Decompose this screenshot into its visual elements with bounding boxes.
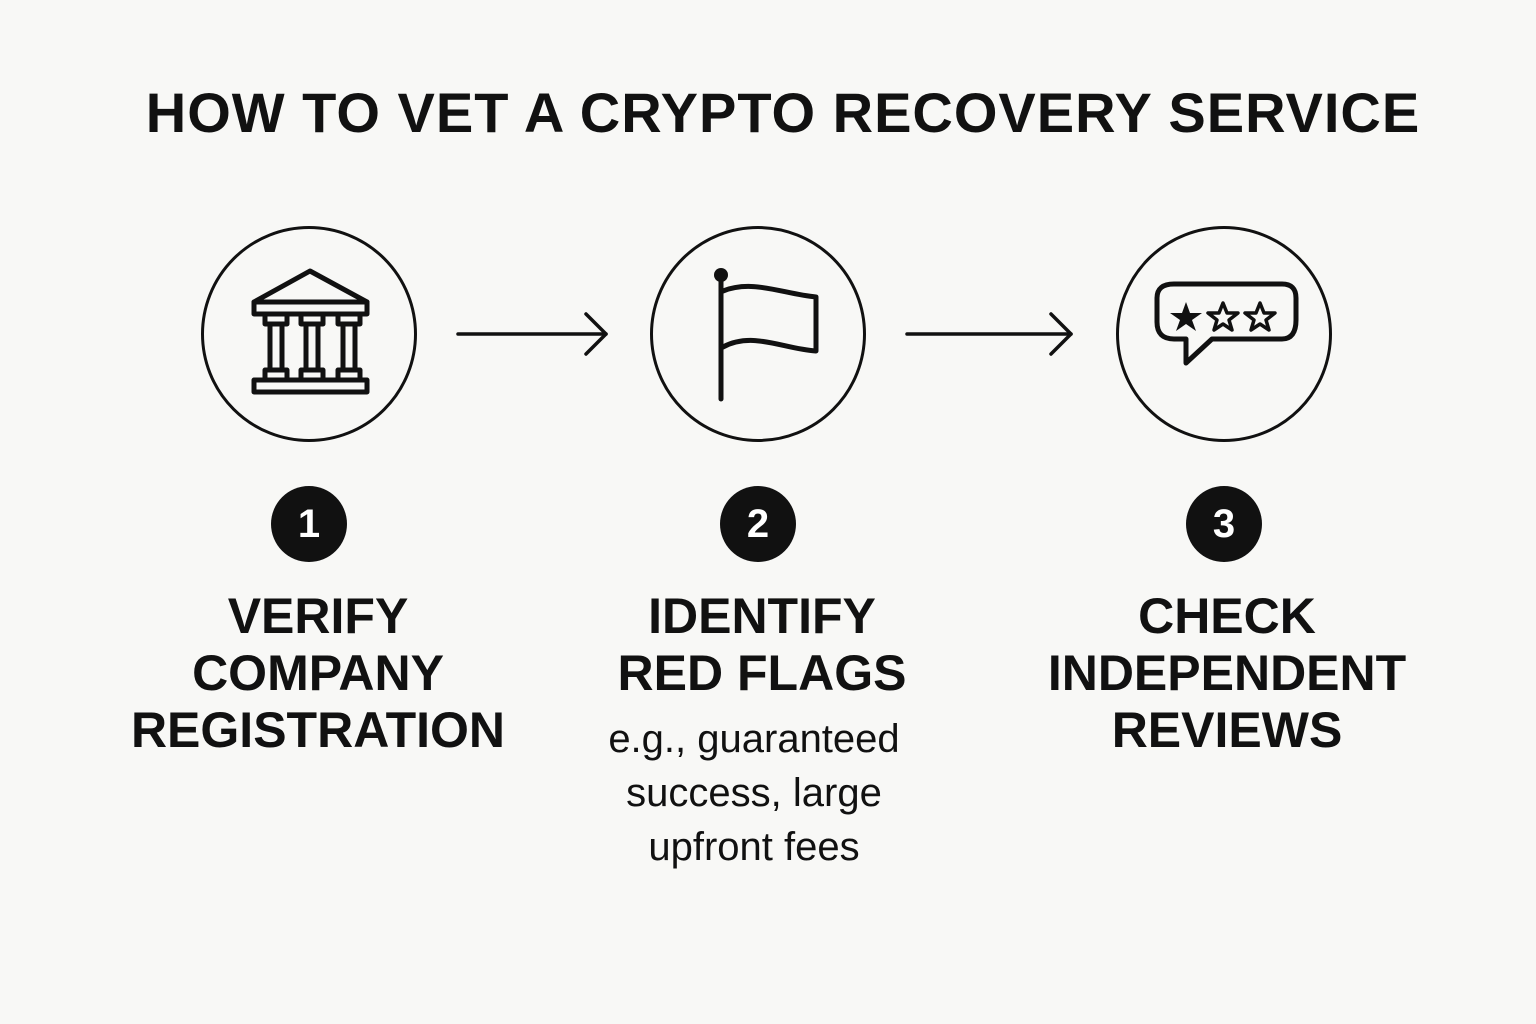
description-line: e.g., guaranteed — [608, 717, 900, 761]
step-2-icon-circle — [650, 226, 866, 442]
title-line: RED FLAGS — [617, 645, 907, 701]
title-line: REGISTRATION — [130, 702, 506, 758]
title-line: INDEPENDENT — [1047, 645, 1407, 701]
step-3-title: CHECK INDEPENDENT REVIEWS — [1007, 588, 1447, 759]
title-line: IDENTIFY — [648, 588, 876, 644]
title-line: VERIFY — [227, 588, 409, 644]
star-outline-icon — [1243, 301, 1277, 332]
step-2-description: e.g., guaranteed success, large upfront … — [534, 712, 974, 874]
arrow-right-icon — [905, 312, 1073, 356]
star-outline-icon — [1206, 301, 1240, 332]
flag-icon — [714, 268, 819, 402]
description-line: upfront fees — [648, 825, 860, 869]
step-number-badge: 2 — [720, 486, 796, 562]
arrow-right-icon — [456, 312, 608, 356]
page-title: HOW TO VET A CRYPTO RECOVERY SERVICE — [145, 81, 1421, 144]
review-stars-speech-bubble-icon — [1154, 281, 1299, 366]
step-number-badge: 3 — [1186, 486, 1262, 562]
step-2-title: IDENTIFY RED FLAGS — [542, 588, 982, 702]
step-number-badge: 1 — [271, 486, 347, 562]
step-1-icon-circle — [201, 226, 417, 442]
title-line: REVIEWS — [1111, 702, 1343, 758]
description-line: success, large — [626, 771, 882, 815]
step-3-icon-circle — [1116, 226, 1332, 442]
title-line: CHECK — [1138, 588, 1316, 644]
step-1-title: VERIFY COMPANY REGISTRATION — [98, 588, 538, 759]
title-line: COMPANY — [192, 645, 444, 701]
star-filled-icon — [1170, 302, 1202, 331]
bank-building-icon — [251, 268, 370, 395]
